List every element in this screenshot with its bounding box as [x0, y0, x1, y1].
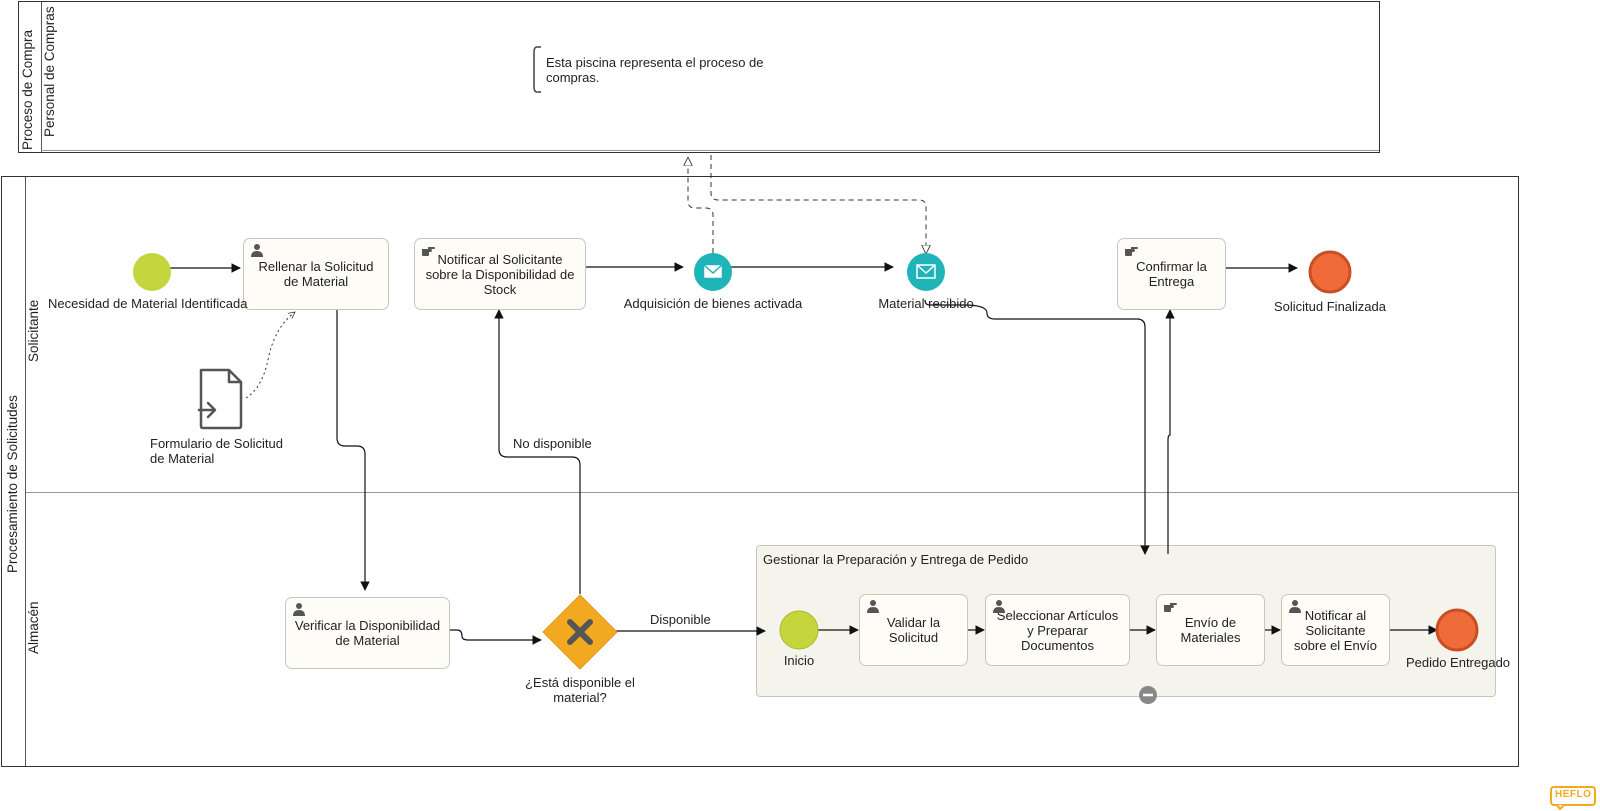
task-label: Rellenar la Solicitud de Material [258, 259, 374, 289]
user-icon [993, 600, 1005, 613]
subprocess-title: Gestionar la Preparación y Entrega de Pe… [763, 552, 1029, 567]
data-object-label: Formulario de Solicitud de Material [150, 436, 283, 466]
gateway-label: ¿Está disponible el material? [525, 675, 635, 705]
message-event-adquisicion[interactable] [694, 253, 732, 291]
task-notificar-envio[interactable]: Notificar al Solicitante sobre el Envío [1281, 594, 1390, 666]
task-verificar-disponibilidad[interactable]: Verificar la Disponibilidad de Material [285, 597, 450, 669]
data-object-formulario[interactable] [197, 368, 243, 430]
pool-header-divider [25, 177, 26, 766]
message-event-label-recibido: Material recibido [878, 296, 974, 311]
minus-icon[interactable] [1139, 686, 1157, 704]
user-icon [251, 244, 263, 257]
sub-end-label: Pedido Entregado [1405, 655, 1511, 670]
flow-label-disponible: Disponible [650, 612, 711, 627]
user-icon [1289, 600, 1301, 613]
pool-inner-border [41, 150, 1379, 151]
exclusive-gateway[interactable] [542, 594, 618, 670]
user-icon [867, 600, 879, 613]
start-event-necesidad[interactable] [133, 253, 171, 291]
heflo-logo [1550, 786, 1596, 811]
message-flow-from-compra[interactable] [710, 155, 926, 253]
task-label: Notificar al Solicitante sobre el Envío [1293, 607, 1378, 653]
flow-fill-to-verify[interactable] [336, 306, 370, 591]
message-flow-to-compra[interactable] [688, 158, 714, 253]
flow-gateway-no[interactable] [494, 309, 581, 594]
envelope-icon [703, 264, 723, 279]
start-event-inicio[interactable] [779, 610, 819, 650]
task-label: Verificar la Disponibilidad de Material [294, 618, 441, 648]
data-association[interactable] [245, 312, 295, 399]
user-icon [293, 603, 305, 616]
hand-icon [1125, 247, 1138, 256]
task-label: Confirmar la Entrega [1136, 259, 1207, 289]
task-confirmar-entrega[interactable]: Confirmar la Entrega [1117, 238, 1226, 310]
annotation-bracket [533, 46, 541, 93]
task-validar-solicitud[interactable]: Validar la Solicitud [859, 594, 968, 666]
document-input-icon [197, 401, 217, 419]
lane-divider [26, 492, 1518, 493]
hand-icon [422, 247, 435, 256]
pool-proceso-compra[interactable] [18, 1, 1380, 153]
start-event-label: Necesidad de Material Identificada [48, 296, 248, 311]
pool-header-divider [41, 2, 42, 152]
flow-label-no-disponible: No disponible [513, 436, 592, 451]
end-event-finalizada[interactable] [1308, 250, 1352, 294]
message-event-label-adquisicion: Adquisición de bienes activada [623, 296, 803, 311]
end-event-pedido-entregado[interactable] [1435, 608, 1479, 652]
sub-start-label: Inicio [783, 653, 815, 668]
task-rellenar-solicitud[interactable]: Rellenar la Solicitud de Material [243, 238, 389, 310]
task-label: Envío de Materiales [1180, 615, 1241, 645]
heflo-logo-text: HEFLO [1555, 789, 1592, 800]
task-seleccionar-articulos[interactable]: Seleccionar Artículos y Preparar Documen… [985, 594, 1130, 666]
task-label: Validar la Solicitud [886, 615, 941, 645]
annotation-text: Esta piscina representa el proceso de co… [546, 55, 764, 85]
envelope-icon [916, 264, 936, 279]
task-envio-materiales[interactable]: Envío de Materiales [1156, 594, 1265, 666]
x-icon [567, 619, 593, 645]
flow-received-to-subprocess[interactable] [924, 299, 1150, 555]
end-event-label-finalizada: Solicitud Finalizada [1273, 299, 1387, 314]
task-notificar-disponibilidad[interactable]: Notificar al Solicitante sobre la Dispon… [414, 238, 586, 310]
flow-verify-to-gateway[interactable] [448, 629, 542, 645]
flow-subprocess-to-confirm[interactable] [1165, 309, 1175, 554]
task-label: Notificar al Solicitante sobre la Dispon… [425, 251, 575, 297]
hand-icon [1164, 603, 1177, 612]
message-event-recibido[interactable] [907, 253, 945, 291]
task-label: Seleccionar Artículos y Preparar Documen… [996, 607, 1119, 653]
